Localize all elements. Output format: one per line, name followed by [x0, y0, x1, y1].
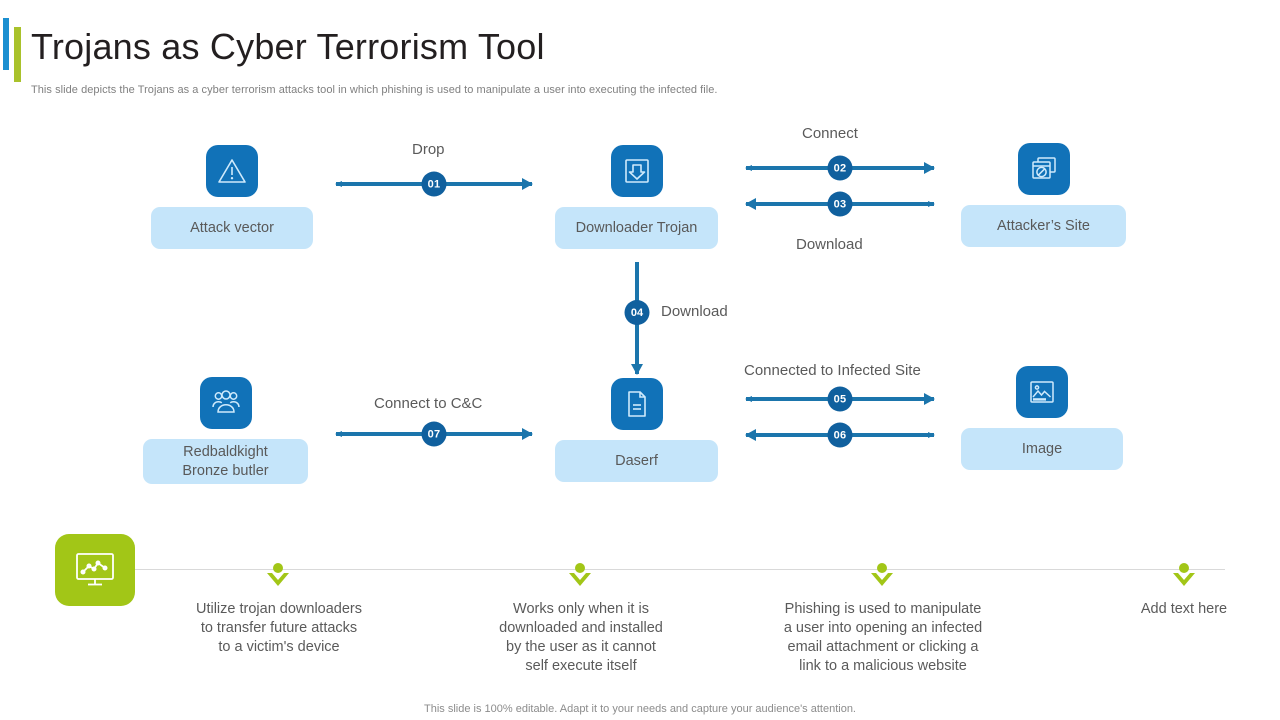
node-label-image: Image	[961, 428, 1123, 470]
timeline-caption-2: Works only when it is downloaded and ins…	[499, 601, 663, 674]
connector-badge-03: 03	[827, 191, 853, 217]
node-daserf[interactable]: Daserf	[555, 378, 718, 482]
node-redbaldkight[interactable]: Redbaldkight Bronze butler	[143, 377, 308, 484]
timeline-marker-1[interactable]	[267, 563, 289, 589]
connector-label-connect-cc: Connect to C&C	[374, 395, 483, 412]
node-attack-vector[interactable]: Attack vector	[151, 145, 313, 249]
chevron-notch	[574, 573, 586, 580]
connector-connect: 02	[745, 155, 935, 181]
timeline-marker-2[interactable]	[569, 563, 591, 589]
document-icon	[610, 378, 663, 430]
accent-bar-blue	[3, 18, 9, 70]
accent-bar-olive	[14, 27, 21, 82]
connector-infected-in: 06	[745, 422, 935, 448]
arrow-head-right-icon	[924, 162, 935, 174]
connector-drop: 01	[335, 171, 533, 197]
chevron-notch	[272, 573, 284, 580]
connector-download-back: 03	[745, 191, 935, 217]
connector-label-drop: Drop	[412, 141, 445, 158]
marker-dot	[877, 563, 887, 573]
connector-badge-01: 01	[421, 171, 447, 197]
warning-triangle-icon	[206, 145, 258, 197]
timeline-marker-3[interactable]	[871, 563, 893, 589]
connector-badge-02: 02	[827, 155, 853, 181]
connector-label-download-back: Download	[796, 236, 863, 253]
picture-icon	[1016, 366, 1068, 418]
connector-tail	[745, 396, 752, 402]
node-image[interactable]: Image	[961, 366, 1123, 470]
connector-tail	[928, 201, 935, 207]
arrow-head-left-icon	[745, 429, 756, 441]
page-title: Trojans as Cyber Terrorism Tool	[31, 26, 545, 67]
download-box-icon	[610, 145, 663, 197]
timeline-caption-4: Add text here	[1140, 601, 1228, 617]
footer-note: This slide is 100% editable. Adapt it to…	[424, 703, 856, 715]
marker-dot	[273, 563, 283, 573]
arrow-head-down-icon	[631, 364, 643, 375]
node-label-daserf: Daserf	[555, 440, 718, 482]
timeline-caption-1: Utilize trojan downloaders to transfer f…	[195, 601, 363, 655]
node-downloader-trojan[interactable]: Downloader Trojan	[555, 145, 718, 249]
user-group-icon	[199, 377, 252, 429]
connector-label-download-down: Download	[661, 303, 728, 320]
timeline-caption-3: Phishing is used to manipulate a user in…	[783, 601, 983, 674]
arrow-head-right-icon	[522, 178, 533, 190]
arrow-head-right-icon	[924, 393, 935, 405]
page-subtitle: This slide depicts the Trojans as a cybe…	[31, 84, 718, 96]
marker-dot	[575, 563, 585, 573]
marker-dot	[1179, 563, 1189, 573]
connector-label-infected: Connected to Infected Site	[744, 362, 921, 379]
arrow-head-right-icon	[522, 428, 533, 440]
connector-badge-07: 07	[421, 421, 447, 447]
chevron-notch	[876, 573, 888, 580]
timeline-rule	[135, 569, 1225, 570]
connector-badge-06: 06	[827, 422, 853, 448]
connector-label-connect: Connect	[802, 125, 858, 142]
connector-tail	[928, 432, 935, 438]
blocked-browser-window-icon	[1017, 143, 1070, 195]
arrow-head-left-icon	[745, 198, 756, 210]
connector-badge-04: 04	[624, 300, 650, 325]
connector-tail	[335, 431, 342, 437]
node-label-downloader-trojan: Downloader Trojan	[555, 207, 718, 249]
node-label-attackers-site: Attacker’s Site	[961, 205, 1126, 247]
connector-tail	[335, 181, 342, 187]
monitor-chart-icon	[55, 534, 135, 606]
connector-download-down: 04	[624, 262, 650, 375]
connector-tail	[745, 165, 752, 171]
connector-badge-05: 05	[827, 386, 853, 412]
node-label-attack-vector: Attack vector	[151, 207, 313, 249]
connector-connect-cc: 07	[335, 421, 533, 447]
connector-infected-out: 05	[745, 386, 935, 412]
chevron-notch	[1178, 573, 1190, 580]
node-attackers-site[interactable]: Attacker’s Site	[961, 143, 1126, 247]
timeline-marker-4[interactable]	[1173, 563, 1195, 589]
node-label-redbaldkight: Redbaldkight Bronze butler	[143, 439, 308, 484]
